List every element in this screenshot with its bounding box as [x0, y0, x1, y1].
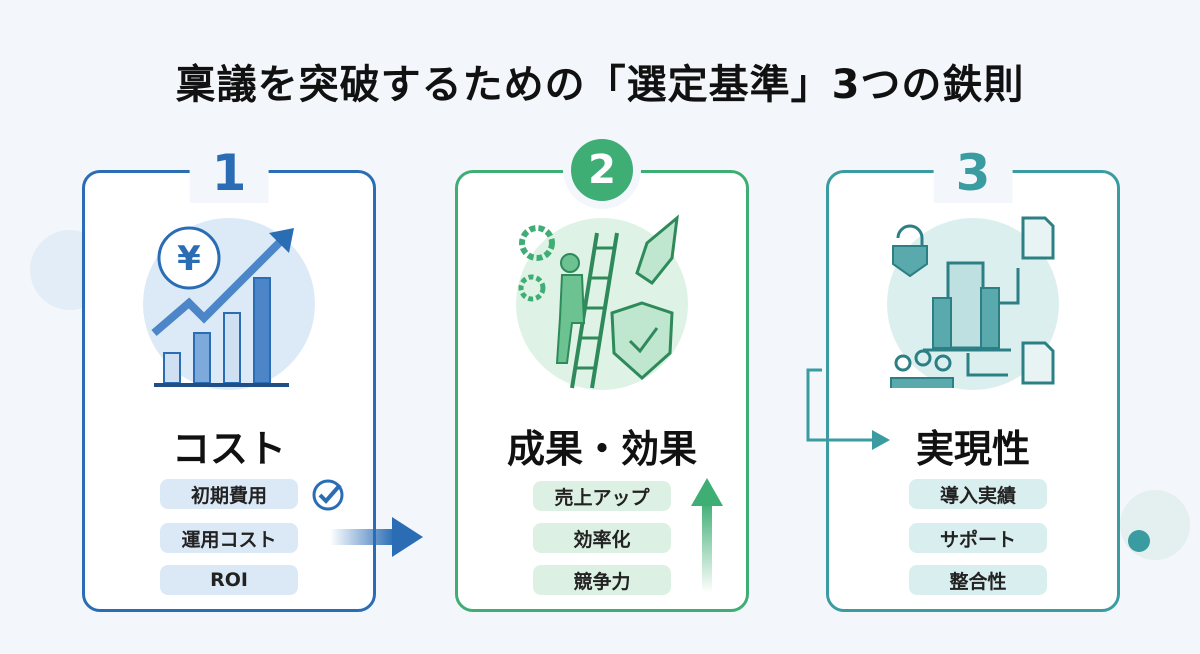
card-heading: 実現性	[915, 427, 1030, 471]
card-cost: 1 ¥ コスト 初期費用 運用コスト ROI	[82, 143, 376, 612]
card-number: 1	[189, 143, 269, 203]
svg-text:¥: ¥	[177, 239, 201, 279]
criteria-pill: 売上アップ	[533, 481, 671, 511]
arrow-right-icon	[330, 517, 423, 557]
criteria-pill: 整合性	[909, 565, 1047, 595]
card-results: 2 成果・効果 売上アップ 効率化 競争力	[455, 131, 749, 612]
card-feasibility: 3 実現性 導入実績 サポート 整合性	[826, 143, 1120, 612]
criteria-pill: サポート	[909, 523, 1047, 553]
criteria-pill: ROI	[160, 565, 298, 595]
criteria-pill: 競争力	[533, 565, 671, 595]
page-title: 稟議を突破するための「選定基準」3つの鉄則	[175, 62, 1025, 108]
criteria-pill: 効率化	[533, 523, 671, 553]
criteria-pill: 初期費用	[160, 479, 298, 509]
decor-dot	[1128, 530, 1150, 552]
check-circle-icon	[312, 479, 344, 511]
criteria-pill: 導入実績	[909, 479, 1047, 509]
yen-growth-chart-icon: ¥	[151, 226, 294, 387]
card-heading: 成果・効果	[506, 427, 697, 471]
ladder-rocket-shield-icon	[518, 214, 679, 389]
card-number: 2	[563, 131, 641, 209]
criteria-pill: 運用コスト	[160, 523, 298, 553]
flow-arrow-icon	[806, 368, 890, 450]
building-workflow-icon	[890, 216, 1055, 388]
decor-circle	[1120, 490, 1190, 560]
card-number: 3	[933, 143, 1013, 203]
arrow-up-icon	[691, 478, 723, 593]
card-heading: コスト	[171, 427, 286, 471]
